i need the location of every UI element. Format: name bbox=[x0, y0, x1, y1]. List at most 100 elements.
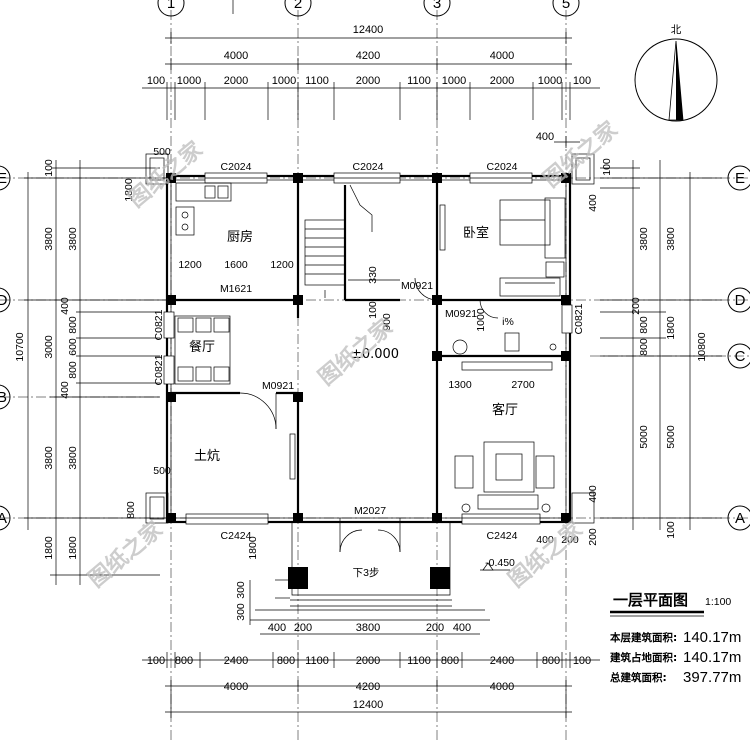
room-labels: 厨房 卧室 餐厅 土炕 客厅 bbox=[189, 225, 518, 464]
left-outer-3800a: 3800 bbox=[43, 227, 55, 251]
left-bay bbox=[145, 153, 595, 524]
right-inner-800a: 800 bbox=[638, 316, 650, 334]
left-porch-300a: 300 bbox=[235, 581, 247, 599]
top-right-400: 400 bbox=[536, 131, 554, 143]
porch-dim-3: 3800 bbox=[356, 622, 380, 634]
bottom-dimension-texts: 400 200 3800 200 400 100 800 2400 800 11… bbox=[147, 622, 591, 711]
top-detail-2: 1000 bbox=[177, 75, 201, 87]
top-windows bbox=[163, 172, 573, 525]
axis-3-label: 3 bbox=[433, 0, 441, 12]
structural-columns bbox=[166, 173, 571, 589]
level-porch: -0.450 bbox=[485, 557, 515, 569]
porch-dim-1: 400 bbox=[268, 622, 286, 634]
left-dimension-texts: 10700 100 3800 3000 3800 1800 3800 800 6… bbox=[14, 159, 247, 621]
door-m0921-3: M0921 bbox=[445, 308, 477, 320]
right-small-400c: 400 bbox=[536, 534, 554, 546]
door-m2027: M2027 bbox=[354, 505, 386, 517]
top-seg-dim-2: 4200 bbox=[356, 50, 380, 62]
bottom-detail-6: 2000 bbox=[356, 655, 380, 667]
porch-dim-2: 200 bbox=[294, 622, 312, 634]
level-zero: ±0.000 bbox=[351, 347, 399, 362]
bottom-detail-1: 100 bbox=[147, 655, 165, 667]
window-c2424-1: C2424 bbox=[221, 530, 252, 542]
living-furniture bbox=[454, 361, 555, 513]
area-label-1: 本层建筑面积: bbox=[610, 631, 677, 644]
kang-dim-800: 800 bbox=[125, 501, 137, 519]
right-small-400b: 400 bbox=[587, 485, 599, 503]
top-detail-3: 2000 bbox=[224, 75, 248, 87]
left-total-dim: 10700 bbox=[14, 332, 26, 361]
right-small-400a: 400 bbox=[587, 194, 599, 212]
top-detail-9: 2000 bbox=[490, 75, 514, 87]
axis-a-right-label: A bbox=[735, 510, 745, 527]
kitchen-fixtures bbox=[175, 182, 232, 236]
right-small-100: 100 bbox=[601, 158, 613, 176]
axis-c-right-label: C bbox=[735, 348, 746, 365]
bottom-seg-dim-3: 4000 bbox=[490, 681, 514, 693]
kitchen-dim-1200a: 1200 bbox=[178, 259, 202, 271]
steps-label: 下3步 bbox=[353, 567, 380, 579]
watermark-4: 图纸之家 bbox=[83, 516, 168, 593]
door-m0921-1: M0921 bbox=[262, 380, 294, 392]
room-living: 客厅 bbox=[492, 402, 518, 418]
left-inner-400: 400 bbox=[59, 381, 71, 399]
area-value-1: 140.17m bbox=[683, 629, 741, 646]
bottom-seg-dim-2: 4200 bbox=[356, 681, 380, 693]
stair-dim-100: 100 bbox=[367, 301, 379, 319]
bottom-seg-dim-1: 4000 bbox=[224, 681, 248, 693]
axis-e-left-label: E bbox=[0, 170, 7, 187]
left-inner-800b: 800 bbox=[67, 361, 79, 379]
stair-dim-900: 900 bbox=[381, 313, 393, 331]
bottom-detail-7: 1100 bbox=[407, 655, 431, 667]
left-porch-300b: 300 bbox=[235, 603, 247, 621]
axis-5-label: 5 bbox=[562, 0, 570, 12]
bottom-dimension-lines bbox=[142, 633, 600, 718]
bottom-detail-3: 2400 bbox=[224, 655, 248, 667]
right-inner-3800: 3800 bbox=[638, 227, 650, 251]
opening-codes: C2024 C2024 C2024 C2424 C2424 C0821 C082… bbox=[123, 146, 585, 579]
window-c2024-1: C2024 bbox=[221, 161, 252, 173]
door-m1621: M1621 bbox=[220, 283, 252, 295]
left-dimension-lines bbox=[24, 160, 172, 585]
bed bbox=[499, 197, 566, 297]
right-outer-3800: 3800 bbox=[665, 227, 677, 251]
bath-dim-1000: 1000 bbox=[475, 308, 487, 332]
top-dimension-texts: 12400 4000 4200 4000 100 1000 2000 1000 … bbox=[147, 24, 591, 143]
axis-1-label: 1 bbox=[167, 0, 175, 12]
axis-d-right-label: D bbox=[735, 292, 746, 309]
staircase bbox=[304, 184, 400, 298]
porch-dim-1800: 1800 bbox=[247, 536, 259, 560]
top-detail-5: 1100 bbox=[305, 75, 329, 87]
window-c2024-2: C2024 bbox=[353, 161, 384, 173]
top-detail-10: 1000 bbox=[538, 75, 562, 87]
top-detail-6: 2000 bbox=[356, 75, 380, 87]
room-dining: 餐厅 bbox=[189, 339, 215, 355]
right-outer-5000: 5000 bbox=[665, 425, 677, 449]
axis-d-left-label: D bbox=[0, 292, 8, 309]
top-detail-4: 1000 bbox=[272, 75, 296, 87]
top-detail-8: 1000 bbox=[442, 75, 466, 87]
watermark-5: 图纸之家 bbox=[503, 516, 588, 593]
living-dim-2700: 2700 bbox=[511, 379, 535, 391]
right-small-200b: 200 bbox=[561, 534, 579, 546]
room-kang: 土炕 bbox=[194, 449, 220, 464]
front-porch bbox=[249, 522, 510, 625]
top-dimension-lines bbox=[142, 32, 600, 148]
window-c0821-1: C0821 bbox=[153, 309, 165, 340]
porch-dim-5: 400 bbox=[453, 622, 471, 634]
left-inner-1800: 1800 bbox=[67, 536, 79, 560]
north-label: 北 bbox=[671, 24, 682, 36]
left-inner-3800a: 3800 bbox=[67, 227, 79, 251]
room-bedroom: 卧室 bbox=[463, 225, 489, 241]
right-inner-800b: 800 bbox=[638, 338, 650, 356]
bottom-total-dim: 12400 bbox=[353, 699, 384, 711]
left-outer-3000: 3000 bbox=[43, 335, 55, 359]
right-small-200a: 200 bbox=[587, 528, 599, 546]
top-detail-7: 1100 bbox=[407, 75, 431, 87]
axis-2-label: 2 bbox=[294, 0, 302, 12]
right-total-dim: 10800 bbox=[696, 332, 708, 361]
room-kitchen: 厨房 bbox=[227, 229, 253, 245]
bottom-detail-11: 100 bbox=[573, 655, 591, 667]
top-seg-dim-3: 4000 bbox=[490, 50, 514, 62]
bottom-detail-5: 1100 bbox=[305, 655, 329, 667]
